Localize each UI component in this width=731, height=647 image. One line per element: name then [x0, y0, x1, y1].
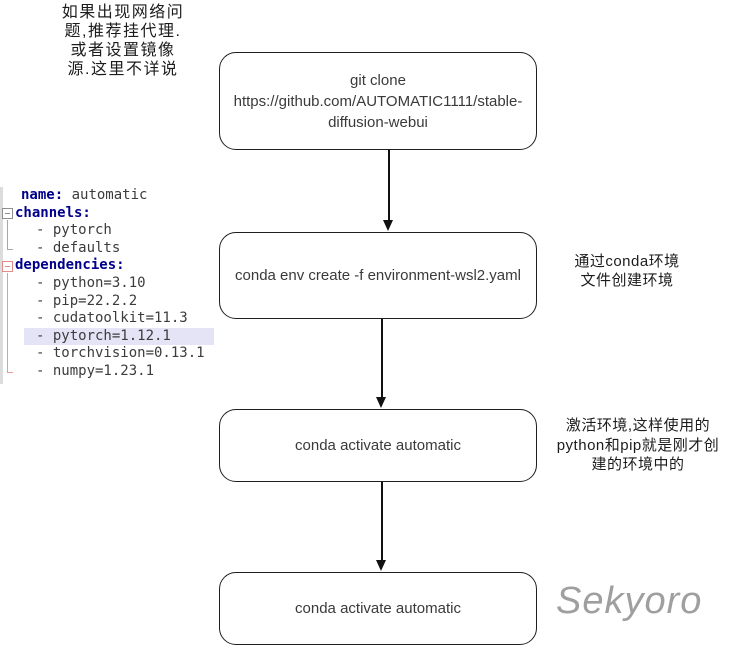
fold-scope-line: [7, 273, 13, 373]
yaml-key: name:: [21, 187, 64, 203]
note-activate-env: 激活环境,这样使用的 python和pip就是刚才创 建的环境中的: [556, 417, 720, 473]
note-network-tip: 如果出现网络问 题,推荐挂代理. 或者设置镜像 源.这里不详说: [61, 4, 185, 78]
editor-gutter-strip: [0, 187, 3, 384]
flow-arrow-3: [381, 482, 383, 561]
code-line: - defaults: [0, 240, 214, 258]
minus-glyph: [5, 213, 10, 214]
yaml-key: dependencies:: [15, 257, 125, 274]
yaml-value: - torchvision=0.13.1: [36, 345, 205, 362]
fold-scope-line: [7, 220, 13, 250]
watermark-signature: Sekyoro: [556, 580, 703, 622]
yaml-value: - numpy=1.23.1: [36, 362, 155, 379]
fold-collapse-icon: [2, 208, 13, 219]
code-line: channels:: [0, 205, 214, 223]
flow-node-conda-activate-1: conda activate automatic: [219, 409, 537, 482]
code-line: dependencies:: [0, 257, 214, 275]
yaml-value: automatic: [63, 187, 148, 203]
yaml-code-snippet: name: automatic channels: - pytorch - de…: [0, 187, 218, 384]
code-line: - numpy=1.23.1: [0, 363, 214, 381]
fold-collapse-icon: [2, 261, 13, 272]
yaml-value: - pytorch=1.12.1: [36, 327, 171, 344]
flow-node-conda-env-create: conda env create -f environment-wsl2.yam…: [219, 232, 537, 319]
yaml-value: - pip=22.2.2: [36, 292, 138, 309]
flow-node-git-clone: git clone https://github.com/AUTOMATIC11…: [219, 52, 537, 150]
yaml-value: - defaults: [36, 239, 121, 256]
yaml-value: - cudatoolkit=11.3: [36, 310, 188, 327]
note-create-env: 通过conda环境 文件创建环境: [574, 253, 680, 289]
code-line: - torchvision=0.13.1: [0, 345, 214, 363]
code-line-highlighted: - pytorch=1.12.1: [0, 327, 214, 346]
flow-arrow-2: [381, 319, 383, 398]
arrowhead-icon: [383, 220, 393, 231]
minus-glyph: [5, 266, 10, 267]
arrowhead-icon: [376, 560, 386, 571]
flow-arrow-1: [388, 150, 390, 221]
yaml-key: channels:: [15, 204, 91, 221]
code-line: - python=3.10: [0, 275, 214, 293]
code-line: - pytorch: [0, 222, 214, 240]
code-line: - cudatoolkit=11.3: [0, 310, 214, 328]
yaml-value: - python=3.10: [36, 274, 146, 291]
yaml-value: - pytorch: [36, 222, 112, 239]
flow-node-conda-activate-2: conda activate automatic: [219, 572, 537, 645]
arrowhead-icon: [376, 397, 386, 408]
code-line: - pip=22.2.2: [0, 293, 214, 311]
code-line: name: automatic: [0, 187, 214, 205]
